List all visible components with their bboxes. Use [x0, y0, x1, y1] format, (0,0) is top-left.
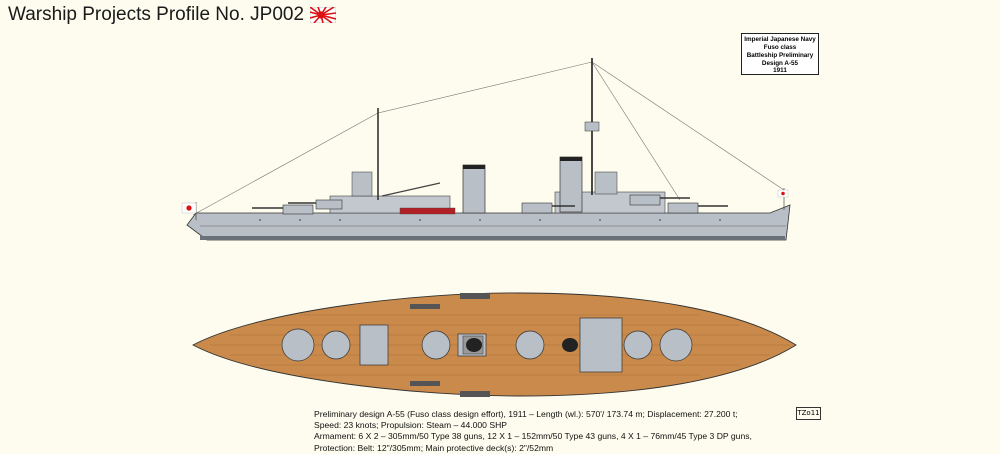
spec-line-1: Preliminary design A-55 (Fuso class desi… [314, 409, 738, 419]
page-title-text: Warship Projects Profile No. JP002 [8, 4, 305, 25]
spec-line-2: Speed: 23 knots; Propulsion: Steam – 44.… [314, 420, 508, 431]
rising-sun-flag-icon [310, 7, 337, 23]
caption-line-5: 1911 [773, 67, 787, 75]
caption-line-3: Battleship Preliminary [746, 51, 814, 59]
caption-box: Imperial Japanese Navy Fuso class Battle… [741, 33, 819, 75]
caption-line-2: Fuso class [763, 43, 797, 51]
spec-line-3: Armament: 6 X 2 – 305mm/50 Type 38 guns,… [314, 431, 752, 442]
specifications: Preliminary design A-55 (Fuso class desi… [314, 409, 752, 454]
caption-line-4: Design A-55 [761, 59, 799, 67]
spec-line-4: Protection: Belt: 12"/305mm; Main protec… [314, 442, 554, 453]
page-title: Warship Projects Profile No. JP002 [8, 4, 337, 26]
artist-signature: TZo11 [796, 407, 821, 420]
caption-line-1: Imperial Japanese Navy [744, 36, 816, 43]
